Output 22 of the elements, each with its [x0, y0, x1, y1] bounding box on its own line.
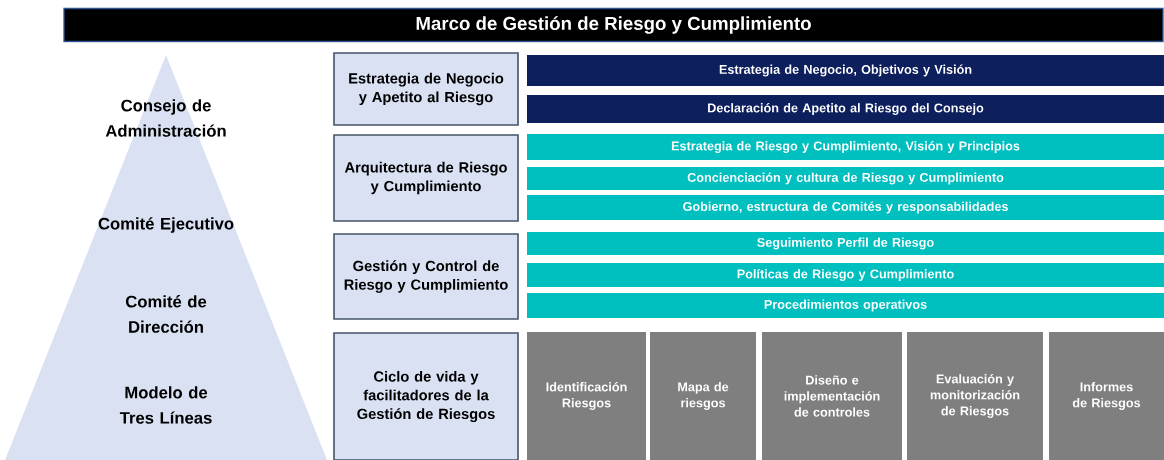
title-bar: Marco de Gestión de Riesgo y Cumplimiento — [63, 7, 1164, 43]
lifecycle-box: Informes de Riesgos — [1049, 332, 1164, 460]
level-label: Modelo de Tres Líneas — [119, 386, 212, 424]
section-box: Ciclo de vida y facilitadores de la Gestión de Riesgos — [333, 332, 519, 460]
practice-bar: Seguimiento Perfil de Riesgo — [527, 232, 1164, 255]
level-label: Comité de Dirección — [125, 295, 207, 333]
practice-bar: Estrategia de Riesgo y Cumplimiento, Visión y Principios — [527, 134, 1164, 160]
level-label: Comité Ejecutivo — [98, 217, 234, 233]
practice-bar: Concienciación y cultura de Riesgo y Cumplimiento — [527, 167, 1164, 190]
strategy-bar: Estrategia de Negocio, Objetivos y Visión — [527, 55, 1164, 86]
section-box: Gestión y Control de Riesgo y Cumplimiento — [333, 233, 519, 320]
level-label: Consejo de Administración — [105, 99, 226, 137]
practice-bar: Políticas de Riesgo y Cumplimiento — [527, 263, 1164, 287]
practice-bar: Procedimientos operativos — [527, 293, 1164, 318]
section-box: Estrategia de Negocio y Apetito al Riesgo — [333, 52, 519, 126]
lifecycle-box: Mapa de riesgos — [650, 332, 756, 460]
practice-bar: Gobierno, estructura de Comités y responsabilidades — [527, 195, 1164, 220]
lifecycle-box: Identificación Riesgos — [527, 332, 646, 460]
lifecycle-box: Diseño e implementación de controles — [762, 332, 902, 460]
lifecycle-box: Evaluación y monitorización de Riesgos — [907, 332, 1043, 460]
section-box: Arquitectura de Riesgo y Cumplimiento — [333, 134, 519, 222]
strategy-bar: Declaración de Apetito al Riesgo del Consejo — [527, 95, 1164, 123]
